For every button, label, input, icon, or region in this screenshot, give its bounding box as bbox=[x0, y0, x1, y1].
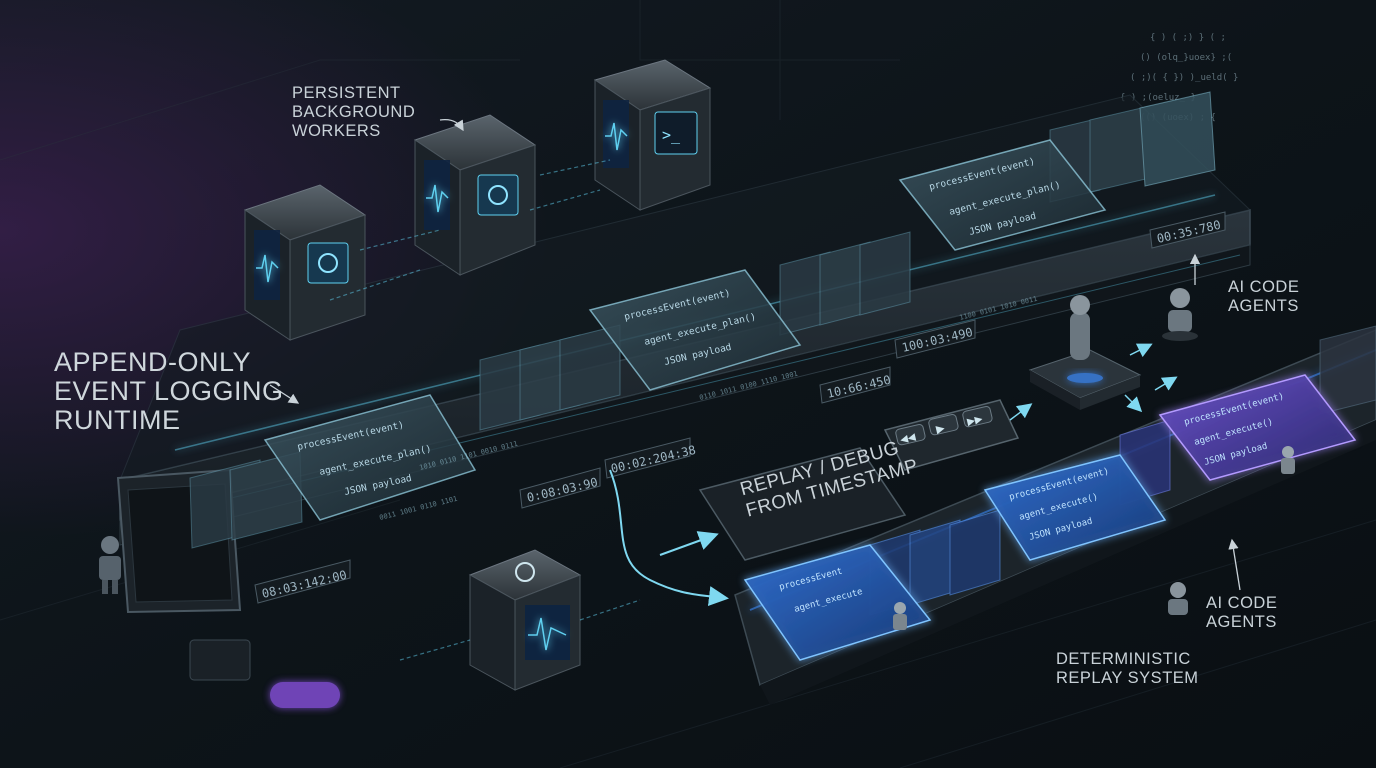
terminal-icon: >_ bbox=[662, 126, 681, 144]
robot-icon bbox=[1168, 582, 1188, 615]
label-deterministic-replay: DETERMINISTIC REPLAY SYSTEM bbox=[1056, 650, 1199, 687]
replay-controls[interactable]: ◀◀ ▶ ▶▶ bbox=[883, 399, 1020, 471]
gear-icon bbox=[515, 562, 535, 582]
event-slabs bbox=[189, 91, 1216, 549]
event-card-2: processEvent(event) agent_execute_plan()… bbox=[588, 269, 802, 391]
label-event-logging-runtime: APPEND-ONLY EVENT LOGGING RUNTIME bbox=[54, 347, 284, 435]
status-light bbox=[270, 682, 340, 708]
svg-text:( ;)( { }) )_ueld( }: ( ;)( { }) )_ueld( } bbox=[1130, 73, 1238, 83]
gear-icon bbox=[318, 253, 338, 273]
rewind-button[interactable] bbox=[895, 423, 926, 446]
worker-cube-2 bbox=[413, 114, 537, 276]
svg-text:{ ) ;(oeluz_ }: { ) ;(oeluz_ } bbox=[1120, 93, 1196, 103]
worker-cube-3: >_ bbox=[593, 59, 712, 211]
worker-cube-4 bbox=[468, 549, 582, 691]
gear-icon bbox=[488, 185, 508, 205]
worker-data-streams bbox=[329, 159, 641, 661]
label-ai-code-agents-bottom: AI CODE AGENTS bbox=[1206, 594, 1278, 631]
robot-icon bbox=[893, 602, 907, 630]
svg-text:{ ) ( ;) } ( ;: { ) ( ;) } ( ; bbox=[1150, 33, 1226, 43]
event-card-3: processEvent(event) agent_execute_plan()… bbox=[898, 139, 1107, 251]
play-button[interactable] bbox=[928, 413, 959, 436]
agent-station bbox=[1028, 295, 1142, 410]
waveform-icon bbox=[426, 184, 449, 213]
event-card-1: processEvent(event) agent_execute_plan()… bbox=[263, 394, 477, 521]
robot-icon bbox=[99, 536, 121, 594]
play-icon: ▶ bbox=[935, 422, 946, 436]
label-ai-code-agents-top: AI CODE AGENTS bbox=[1228, 278, 1300, 315]
fast-forward-icon: ▶▶ bbox=[966, 414, 984, 428]
waveform-icon bbox=[256, 254, 279, 283]
worker-cube-1 bbox=[243, 184, 367, 341]
replay-label-plate bbox=[698, 447, 907, 561]
replay-flow-arrows bbox=[609, 343, 1178, 607]
rewind-icon: ◀◀ bbox=[899, 432, 917, 446]
waveform-icon bbox=[605, 122, 628, 151]
callout-lines bbox=[269, 119, 1241, 591]
replay-card-2: processEvent(event) agent_execute() JSON… bbox=[983, 454, 1167, 561]
robot-icon bbox=[1162, 288, 1198, 341]
label-persistent-workers: PERSISTENT BACKGROUND WORKERS bbox=[292, 84, 416, 140]
fast-forward-button[interactable] bbox=[962, 405, 993, 428]
svg-text:() (olq_}uoex} ;(: () (olq_}uoex} ;( bbox=[1140, 53, 1232, 63]
replay-card-1: processEvent agent_execute bbox=[743, 544, 932, 661]
robot-icon bbox=[1281, 446, 1295, 474]
waveform-icon bbox=[528, 617, 567, 651]
